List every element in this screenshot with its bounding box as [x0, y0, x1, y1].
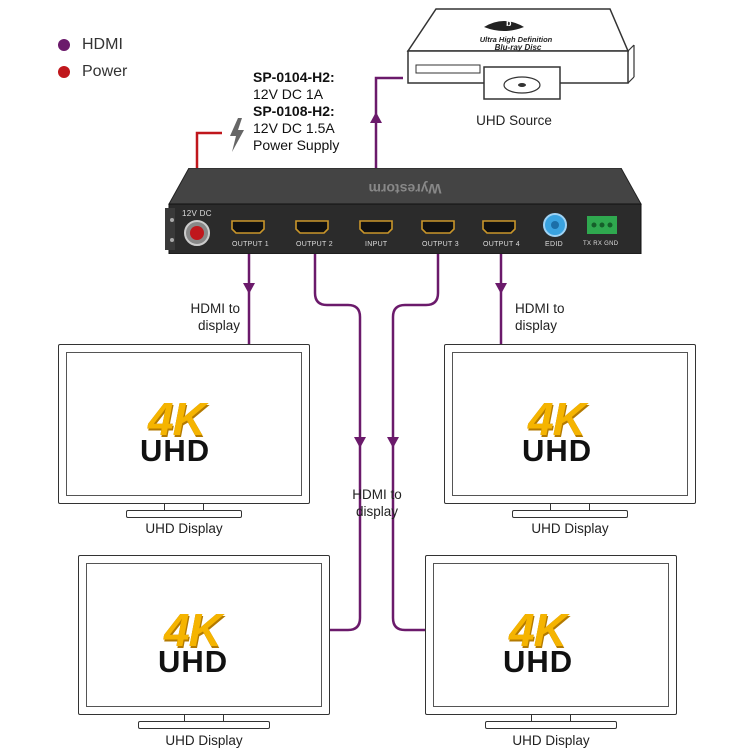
- port-output4: OUTPUT 4: [483, 241, 520, 248]
- logo-uhd: UHD: [522, 433, 593, 468]
- legend-power-label: Power: [82, 63, 128, 80]
- hdmi-splitter: Wyrestorm 12V DC OUTPUT 1 OUTPUT 2 INPUT…: [165, 168, 645, 254]
- logo-4k: 4K: [509, 604, 567, 656]
- display-top-left: 4K UHD UHD Display: [58, 344, 310, 536]
- port-output2: OUTPUT 2: [296, 241, 333, 248]
- logo-4k: 4K: [148, 393, 206, 445]
- logo-uhd: UHD: [158, 644, 229, 679]
- output3-cable: [391, 234, 440, 632]
- display-label: UHD Display: [145, 521, 223, 536]
- disc-line2: Blu-ray Disc: [495, 43, 542, 52]
- center-connection-label: HDMI to display: [352, 487, 402, 519]
- output2-cable: [313, 234, 362, 632]
- port-edid: EDID: [545, 241, 563, 248]
- terminal-label: TX RX GND: [583, 241, 619, 247]
- display-label: UHD Display: [531, 521, 609, 536]
- display-bottom-left: 4K UHD UHD Display: [78, 555, 330, 753]
- spec-b: 12V DC 1.5A: [253, 120, 335, 136]
- supply: Power Supply: [253, 137, 340, 153]
- legend-power: Power: [58, 63, 127, 81]
- display-label: UHD Display: [165, 733, 243, 748]
- output2-arrow-icon: [354, 437, 366, 448]
- model-b: SP-0108-H2:: [253, 103, 335, 119]
- power-dot-icon: [58, 66, 70, 78]
- bluray-player: b Ultra High Definition Blu-ray Disc: [406, 8, 635, 100]
- display-bottom-right: 4K UHD UHD Display: [425, 555, 677, 753]
- port-input: INPUT: [365, 241, 388, 248]
- power-note: SP-0104-H2: 12V DC 1A SP-0108-H2: 12V DC…: [253, 69, 339, 154]
- power-jack-label: 12V DC: [182, 209, 212, 218]
- logo-uhd: UHD: [140, 433, 211, 468]
- model-a: SP-0104-H2:: [253, 69, 335, 85]
- logo-uhd: UHD: [503, 644, 574, 679]
- output3-arrow-icon: [387, 437, 399, 448]
- source-label: UHD Source: [476, 113, 552, 128]
- left-connection-label: HDMI to display: [190, 301, 240, 333]
- output4-arrow-icon: [495, 283, 507, 294]
- port-output3: OUTPUT 3: [422, 241, 459, 248]
- input-arrow-icon: [370, 112, 382, 123]
- port-output1: OUTPUT 1: [232, 241, 269, 248]
- device-brand: Wyrestorm: [369, 181, 442, 197]
- lightning-icon: [230, 118, 244, 152]
- hdmi-dot-icon: [58, 39, 70, 51]
- display-top-right: 4K UHD UHD Display: [444, 344, 696, 536]
- spec-a: 12V DC 1A: [253, 86, 324, 102]
- display-label: UHD Display: [512, 733, 590, 748]
- logo-4k: 4K: [528, 393, 586, 445]
- svg-text:b: b: [506, 18, 512, 28]
- legend-hdmi: HDMI: [58, 36, 123, 54]
- output1-arrow-icon: [243, 283, 255, 294]
- right-connection-label: HDMI to display: [515, 301, 565, 333]
- legend-hdmi-label: HDMI: [82, 36, 123, 53]
- logo-4k: 4K: [164, 604, 222, 656]
- disc-line1: Ultra High Definition: [480, 35, 553, 44]
